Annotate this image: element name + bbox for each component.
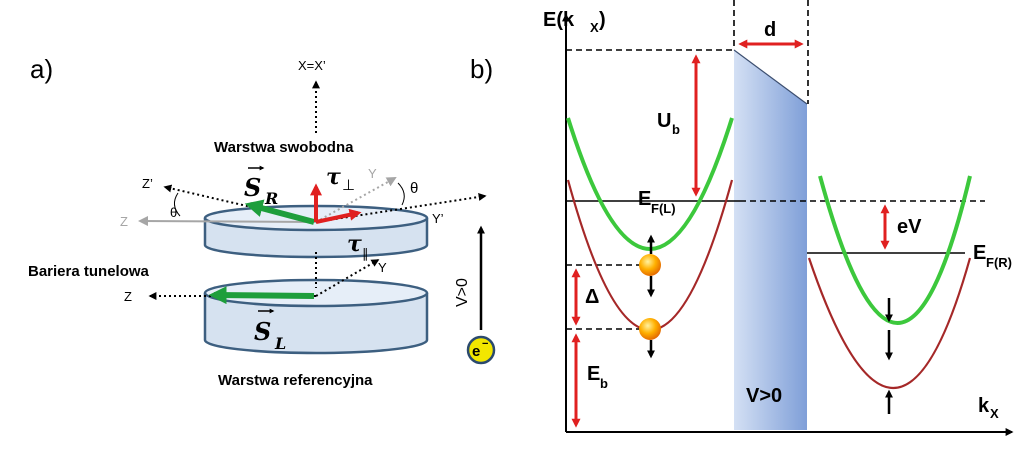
panel-a: a) X=X’ Warstwa swobodna Z’ Z θ Y Y’ θ <box>28 54 496 389</box>
z-label: Z <box>124 289 132 304</box>
svg-text:E: E <box>638 188 651 210</box>
panel-b-label: b) <box>470 54 493 84</box>
svg-text:b: b <box>600 376 608 391</box>
theta-right-label: θ <box>410 180 418 197</box>
d-label: d <box>764 19 776 41</box>
tunnel-barrier <box>734 50 807 430</box>
y-grey-label: Y <box>368 166 377 181</box>
y-grey-axis <box>315 177 397 223</box>
svg-text:L: L <box>274 334 286 353</box>
svg-text:⊥: ⊥ <box>342 177 355 194</box>
reference-layer <box>203 278 429 355</box>
svg-text:X: X <box>590 20 599 35</box>
y-axis <box>315 259 380 297</box>
electron-majority <box>639 254 661 276</box>
spin-arrows <box>646 234 894 414</box>
panel-b: b) V>0 E(k X ) k X <box>470 0 1014 436</box>
spin-r-arrow <box>244 199 315 225</box>
svg-text:X: X <box>990 406 999 421</box>
barrier-slope <box>733 49 808 105</box>
svg-text:S: S <box>254 317 271 346</box>
svg-text:E: E <box>587 363 600 385</box>
svg-text:F(R): F(R) <box>986 255 1012 270</box>
electron-minority <box>639 318 661 340</box>
ub-label: U b <box>657 110 680 137</box>
svg-text:k: k <box>978 395 990 417</box>
svg-text:τ: τ <box>347 231 362 257</box>
z-prime-label: Z’ <box>142 176 153 191</box>
svg-text:S: S <box>244 173 261 202</box>
eb-label: E b <box>587 363 608 391</box>
barrier-voltage-label: V>0 <box>746 385 782 407</box>
svg-text:): ) <box>599 9 606 31</box>
panel-a-label: a) <box>30 54 53 84</box>
majority-band-right <box>818 175 972 325</box>
theta-left-arc <box>174 192 181 217</box>
spin-l-arrow <box>208 286 315 305</box>
energy-axis-label: E(k X ) <box>543 9 606 35</box>
free-layer-label: Warstwa swobodna <box>214 139 354 156</box>
svg-text:R: R <box>264 189 278 208</box>
svg-text:b: b <box>672 122 680 137</box>
majority-band-left <box>566 117 734 251</box>
svg-text:e: e <box>472 343 480 360</box>
k-axis-label: k X <box>978 395 999 421</box>
delta-label: Δ <box>585 286 599 308</box>
svg-text:−: − <box>482 338 488 350</box>
y-label: Y <box>378 260 387 275</box>
x-axis-label: X=X’ <box>298 58 326 73</box>
reference-layer-label: Warstwa referencyjna <box>218 372 373 389</box>
svg-text:E: E <box>973 242 986 264</box>
theta-left-label: θ <box>170 205 177 220</box>
svg-text:∥: ∥ <box>362 246 369 261</box>
svg-text:F(L): F(L) <box>651 201 676 216</box>
voltage-label: V>0 <box>454 278 471 307</box>
svg-text:τ: τ <box>326 164 341 190</box>
y-prime-label: Y’ <box>432 211 444 226</box>
z-grey-label: Z <box>120 214 128 229</box>
barrier-label: Bariera tunelowa <box>28 263 150 280</box>
electron-icon: e − <box>466 335 496 365</box>
ev-label: eV <box>897 216 922 238</box>
y-prime-axis <box>315 193 487 223</box>
z-grey-axis <box>138 216 317 227</box>
tau-perp-label: τ ⊥ <box>326 164 355 194</box>
minority-band-right <box>807 257 972 389</box>
spin-r-label: S R <box>244 165 278 208</box>
efl-label: E F(L) <box>638 188 676 216</box>
theta-right-arc <box>397 182 405 206</box>
svg-text:U: U <box>657 110 671 132</box>
dimension-arrows <box>571 39 890 428</box>
dashed-guides <box>566 0 985 330</box>
svg-text:E(k: E(k <box>543 9 575 31</box>
tau-par-label: τ ∥ <box>347 231 369 261</box>
tau-par-arrow <box>315 208 362 224</box>
spin-l-label: S L <box>254 308 286 353</box>
efr-label: E F(R) <box>973 242 1012 270</box>
